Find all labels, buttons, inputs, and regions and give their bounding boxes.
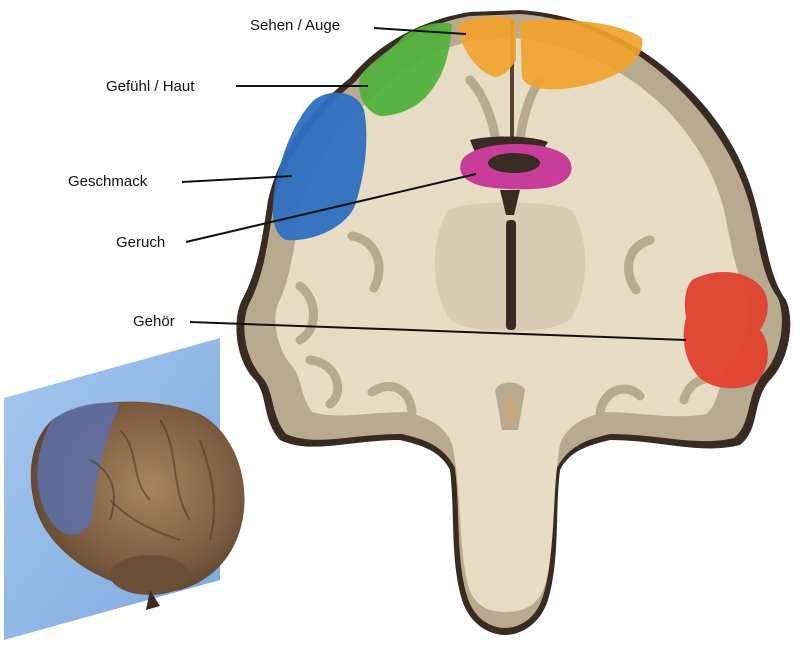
brain-3d-front-blue: [37, 402, 120, 535]
brain-3d-sulci: [89, 419, 216, 541]
area-gefuehl: [359, 22, 452, 116]
label-sehen: Sehen / Auge: [250, 17, 340, 34]
label-geschmack: Geschmack: [68, 173, 148, 190]
leader-geschmack: [181, 175, 293, 183]
geruch-hole: [488, 153, 540, 173]
leader-lines: [181, 27, 687, 341]
brain-3d-stem: [146, 590, 160, 610]
coronal-section: [236, 10, 791, 635]
brain-3d-inset: [4, 338, 245, 640]
leader-sehen: [373, 27, 467, 35]
area-geschmack: [272, 92, 367, 241]
area-sehen: [458, 16, 643, 90]
leader-geruch: [185, 173, 477, 243]
brain-3d-cerebellum: [110, 555, 190, 595]
area-gehoer: [683, 272, 768, 389]
leader-gehoer: [189, 321, 687, 341]
deep-structures: [434, 136, 586, 430]
label-gehoer: Gehör: [133, 313, 175, 330]
label-gefuehl: Gefühl / Haut: [106, 78, 195, 95]
label-geruch: Geruch: [116, 234, 165, 251]
